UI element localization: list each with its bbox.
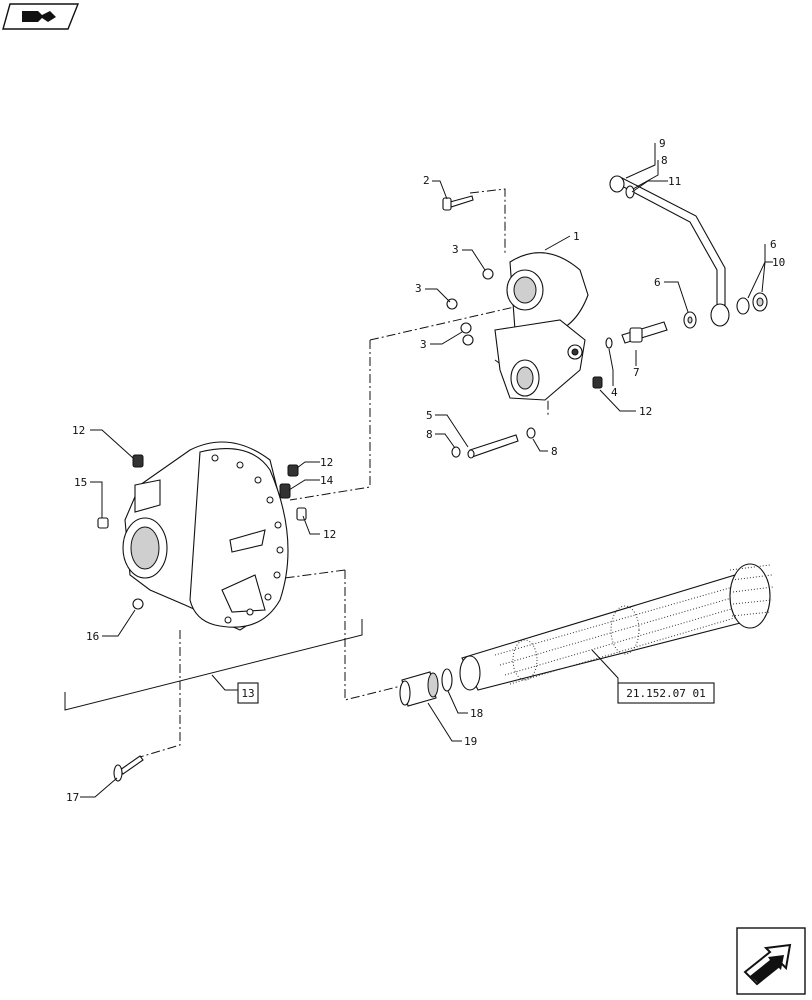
bearing-support-1 bbox=[506, 252, 589, 336]
plug-15 bbox=[97, 517, 109, 529]
bushing bbox=[399, 671, 439, 707]
callout-19: 19 bbox=[464, 735, 477, 748]
callout-6: 6 bbox=[654, 276, 661, 289]
callout-6: 6 bbox=[770, 238, 777, 251]
seals-3 bbox=[446, 268, 494, 346]
callout-3: 3 bbox=[452, 243, 459, 256]
callout-8: 8 bbox=[661, 154, 668, 167]
callout-11: 11 bbox=[668, 175, 681, 188]
plug-12-upper-left bbox=[132, 454, 144, 468]
nut-10 bbox=[752, 292, 768, 312]
valve-7 bbox=[621, 321, 668, 344]
plug-12-right bbox=[592, 376, 603, 389]
callout-9: 9 bbox=[659, 137, 666, 150]
callout-12: 12 bbox=[72, 424, 85, 437]
fitting-14 bbox=[279, 483, 291, 499]
washer-6-lower bbox=[683, 311, 697, 329]
axle-housing bbox=[122, 441, 289, 631]
bolt-17 bbox=[113, 755, 144, 782]
splined-shaft bbox=[459, 563, 774, 691]
flange-bolt-holes bbox=[211, 454, 284, 624]
pin-5 bbox=[467, 434, 519, 459]
ref-box-13-label: 13 bbox=[241, 687, 254, 700]
washer-8-top bbox=[625, 185, 635, 199]
callout-12: 12 bbox=[639, 405, 652, 418]
next-page-arrow-icon[interactable] bbox=[736, 927, 806, 995]
callout-10: 10 bbox=[772, 256, 785, 269]
callout-2: 2 bbox=[423, 174, 430, 187]
callout-8: 8 bbox=[426, 428, 433, 441]
callout-3: 3 bbox=[420, 338, 427, 351]
ref-box-13: 13 bbox=[237, 682, 259, 704]
callout-numbers: 1 2 3 3 3 4 5 6 6 7 8 8 8 9 10 11 12 12 … bbox=[66, 137, 785, 804]
callout-12: 12 bbox=[323, 528, 336, 541]
callout-16: 16 bbox=[86, 630, 99, 643]
plug-12-lower bbox=[296, 507, 307, 521]
callout-1: 1 bbox=[573, 230, 580, 243]
callout-5: 5 bbox=[426, 409, 433, 422]
ref-box-shaft: 21.152.07 01 bbox=[617, 682, 715, 704]
callout-14: 14 bbox=[320, 474, 334, 487]
oring-4 bbox=[605, 337, 613, 349]
bolt-2 bbox=[442, 195, 474, 211]
callout-4: 4 bbox=[611, 386, 618, 399]
callout-12: 12 bbox=[320, 456, 333, 469]
callout-18: 18 bbox=[470, 707, 483, 720]
callout-17: 17 bbox=[66, 791, 79, 804]
book-arrow-icon[interactable] bbox=[2, 3, 80, 30]
callout-7: 7 bbox=[633, 366, 640, 379]
callout-3: 3 bbox=[415, 282, 422, 295]
washer-6-upper bbox=[736, 297, 750, 315]
callout-15: 15 bbox=[74, 476, 87, 489]
ref-box-shaft-label: 21.152.07 01 bbox=[626, 687, 705, 700]
plug-12-mid bbox=[287, 464, 299, 477]
bracket-body bbox=[494, 319, 586, 401]
snap-ring bbox=[441, 668, 453, 692]
group-bracket-13 bbox=[64, 619, 363, 711]
plug-16 bbox=[132, 598, 144, 610]
clips-8 bbox=[451, 427, 536, 458]
pipe-11 bbox=[609, 175, 730, 327]
leader-lines bbox=[80, 143, 773, 798]
callout-8: 8 bbox=[551, 445, 558, 458]
